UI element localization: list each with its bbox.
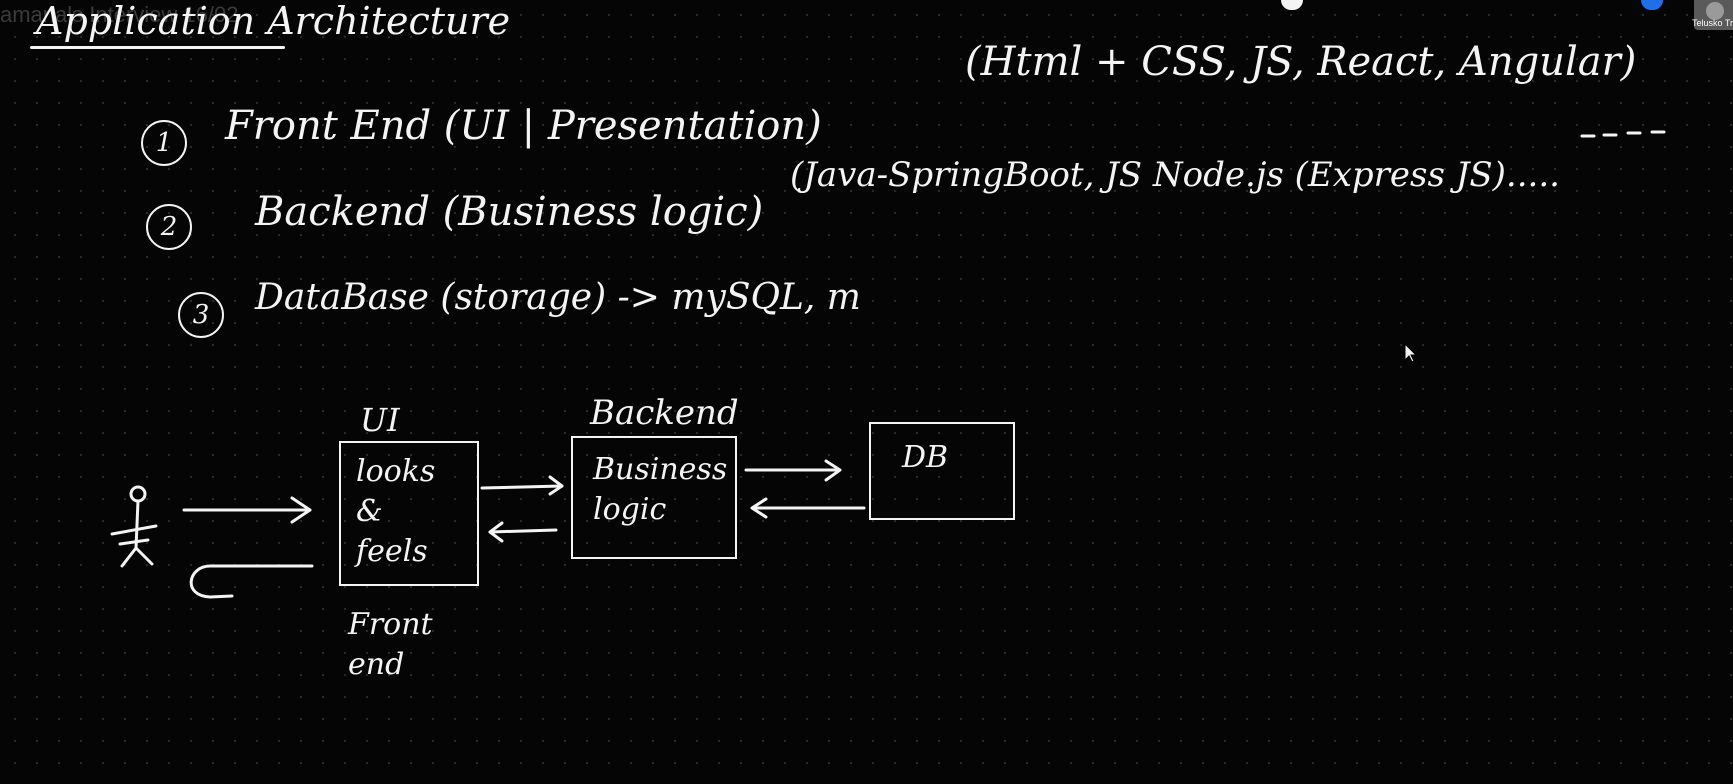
backend-box	[571, 436, 737, 559]
db-to-backend-arrow	[750, 497, 866, 519]
toolbar-dot-white	[1281, 0, 1303, 10]
meeting-watermark: amanals Interview 16/02	[0, 2, 239, 27]
list-item-1-detail: (Html + CSS, JS, React, Angular)	[965, 39, 1637, 85]
backend-label: Backend	[590, 393, 739, 433]
ui-label: UI	[360, 401, 400, 439]
backend-to-ui-arrow	[488, 521, 558, 543]
user-stick-figure-icon	[110, 485, 158, 568]
db-box	[869, 422, 1015, 520]
list-number-1: 1	[141, 120, 187, 166]
list-item-3-text: DataBase (storage) -> mySQL, m	[255, 277, 861, 318]
ui-box-text: looks & feels	[356, 454, 436, 569]
participant-thumbnail[interactable]	[1694, 0, 1733, 30]
list-number-2: 2	[146, 204, 192, 250]
backend-box-text: Business logic	[593, 452, 728, 527]
page-title: Application Architecture	[36, 0, 511, 43]
item-1-trailing-dashes	[1580, 130, 1666, 138]
list-item-2-text: Backend (Business logic)	[255, 189, 764, 235]
backend-to-db-arrow	[744, 459, 842, 482]
toolbar-dot-blue	[1641, 0, 1663, 10]
avatar	[1706, 2, 1724, 20]
ui-to-user-return-arrow	[189, 564, 314, 599]
db-box-text: DB	[902, 440, 949, 475]
user-to-ui-arrow	[182, 496, 312, 524]
list-item-1-text: Front End (UI | Presentation)	[225, 103, 822, 149]
ui-caption: Front end	[348, 607, 433, 682]
participant-name: Telusko Tr	[1692, 18, 1733, 28]
list-number-3: 3	[178, 292, 224, 338]
list-item-2-detail: (Java-SpringBoot, JS Node.js (Express JS…	[790, 155, 1560, 195]
ui-to-backend-arrow	[480, 475, 564, 496]
mouse-cursor-icon	[1404, 342, 1418, 363]
ui-box	[339, 441, 479, 586]
title-underline	[30, 46, 285, 49]
